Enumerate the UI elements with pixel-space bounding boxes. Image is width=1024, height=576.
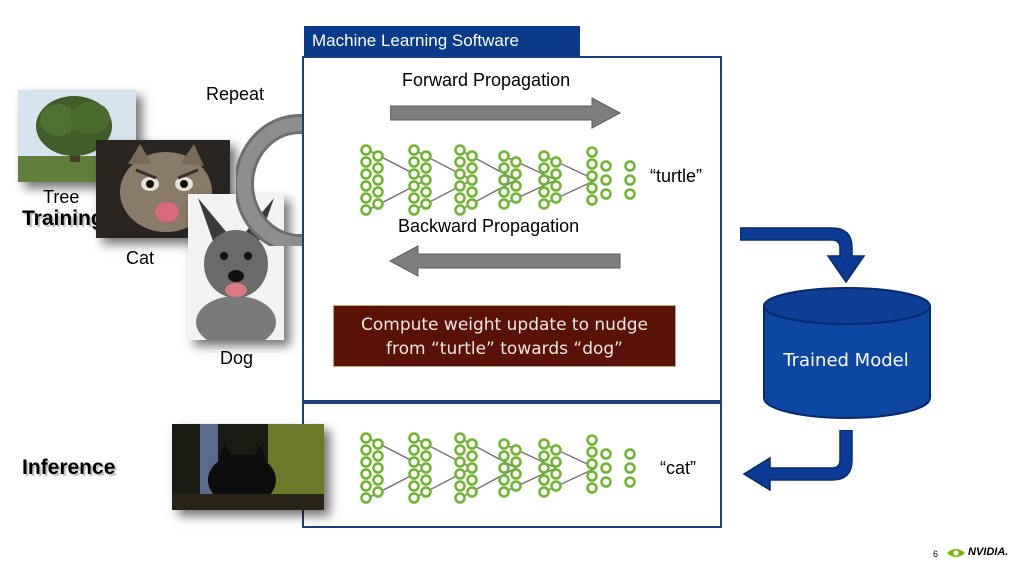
trained-model-label: Trained Model (783, 350, 909, 371)
forward-arrow-icon (389, 96, 622, 130)
cat-caption: Cat (126, 248, 155, 268)
arrow-to-model-icon (739, 224, 870, 286)
turtle-output-label: “turtle” (650, 166, 703, 186)
dog-caption: Dog (220, 348, 254, 368)
dog-photo (188, 194, 284, 348)
cat-output-label: “cat” (660, 458, 696, 478)
inference-neural-network-icon (356, 430, 646, 506)
callout-line-2: from “turtle” towards “dog” (386, 339, 623, 359)
inference-label: Inference (22, 456, 116, 479)
forward-propagation-label: Forward Propagation (402, 70, 571, 90)
arrow-from-model-icon (740, 429, 870, 492)
training-label: Training (22, 207, 104, 230)
tree-caption: Tree (43, 187, 80, 207)
backward-propagation-label: Backward Propagation (398, 216, 580, 236)
neural-network-icon (356, 142, 646, 218)
inference-cat-photo (172, 424, 324, 510)
nvidia-eye-logo-icon (946, 546, 966, 558)
trained-model-database-icon (762, 286, 932, 422)
callout-line-1: Compute weight update to nudge (360, 315, 648, 335)
page-number: 6 (933, 549, 939, 559)
weight-update-callout: Compute weight update to nudge from “tur… (333, 305, 676, 367)
repeat-label: Repeat (206, 84, 265, 104)
nvidia-wordmark: NVIDIA. (968, 546, 1009, 558)
ml-software-title: Machine Learning Software (304, 26, 580, 56)
cat-photo (96, 140, 230, 238)
backward-arrow-icon (388, 244, 622, 278)
